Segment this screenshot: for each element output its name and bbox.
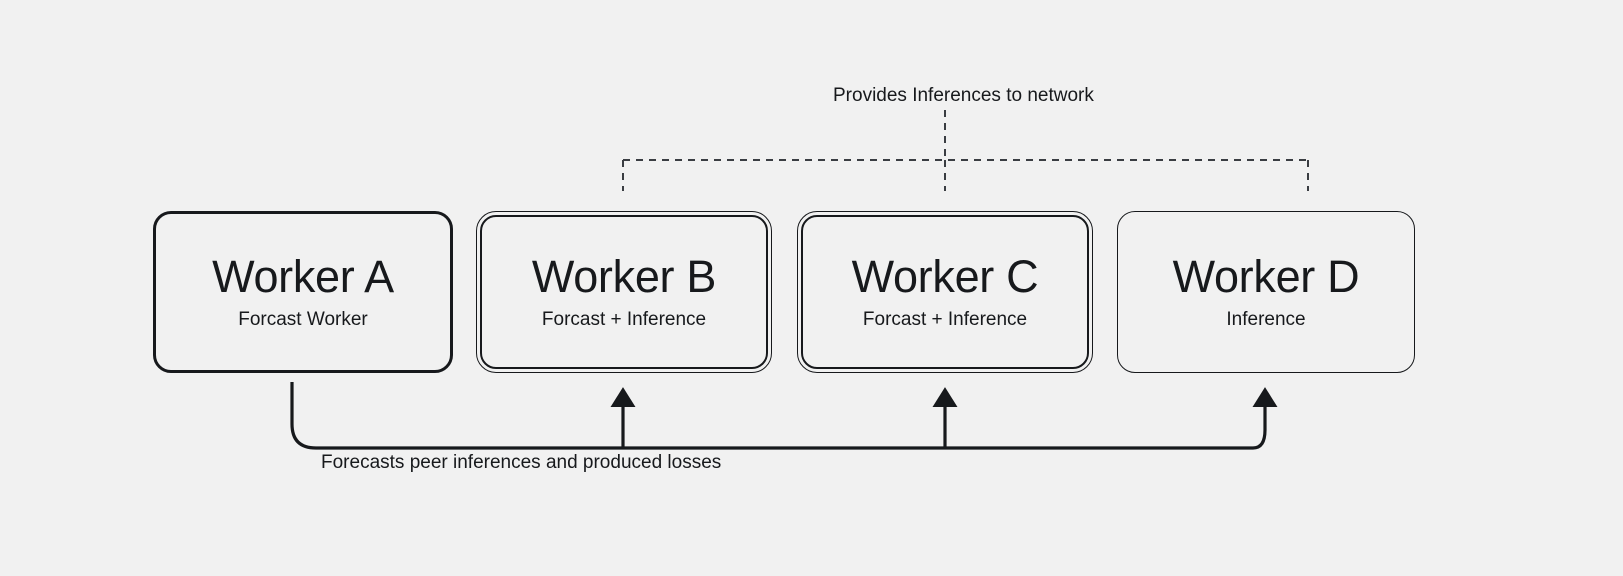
node-worker-b[interactable]: Worker B Forcast + Inference bbox=[476, 211, 772, 373]
node-worker-d-inner: Worker D Inference bbox=[1118, 212, 1414, 372]
arrow-to-worker-d bbox=[1252, 387, 1278, 450]
forecast-bus-line bbox=[290, 382, 1253, 450]
node-worker-c-inner: Worker C Forcast + Inference bbox=[801, 215, 1089, 369]
node-worker-c[interactable]: Worker C Forcast + Inference bbox=[797, 211, 1093, 373]
node-worker-a-title: Worker A bbox=[212, 250, 394, 302]
node-worker-a[interactable]: Worker A Forcast Worker bbox=[153, 211, 453, 373]
edge-label-forecasts-peer-inferences: Forecasts peer inferences and produced l… bbox=[321, 452, 722, 473]
edge-label-provides-inferences: Provides Inferences to network bbox=[833, 85, 1094, 106]
node-worker-a-inner: Worker A Forcast Worker bbox=[156, 214, 450, 370]
node-worker-b-title: Worker B bbox=[531, 250, 717, 302]
node-worker-a-subtitle: Forcast Worker bbox=[238, 309, 368, 331]
node-worker-b-inner: Worker B Forcast + Inference bbox=[480, 215, 768, 369]
node-worker-c-title: Worker C bbox=[851, 250, 1039, 302]
node-worker-d-subtitle: Inference bbox=[1226, 309, 1306, 331]
node-worker-d[interactable]: Worker D Inference bbox=[1117, 211, 1415, 373]
node-worker-d-title: Worker D bbox=[1172, 250, 1360, 302]
node-worker-b-subtitle: Forcast + Inference bbox=[541, 309, 707, 331]
node-worker-c-subtitle: Forcast + Inference bbox=[862, 309, 1028, 331]
